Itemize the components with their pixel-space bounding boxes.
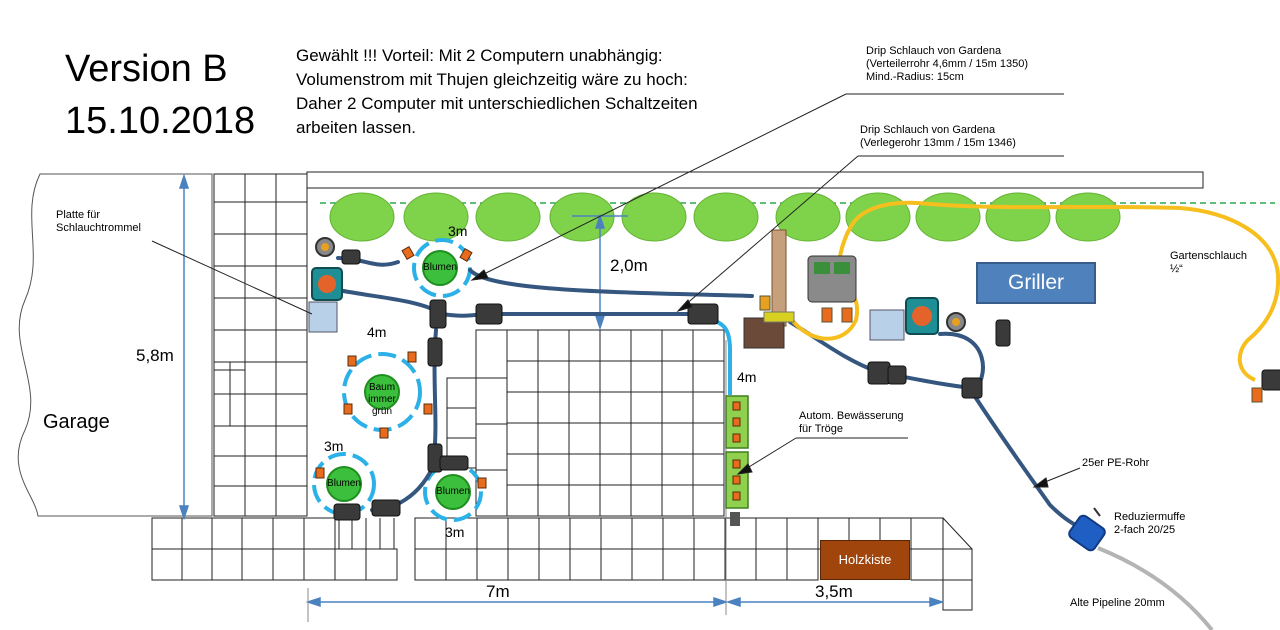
measure-circle: 3m	[445, 524, 465, 540]
reduction-sleeve	[1068, 507, 1106, 552]
measure-circle: 4m	[367, 324, 387, 340]
intro-text: Gewählt !!! Vorteil: Mit 2 Computern una…	[296, 44, 698, 140]
old-pipeline	[1097, 546, 1214, 630]
measure-circle: 3m	[324, 438, 344, 454]
note-troughs: Autom. Bewässerung für Tröge	[799, 410, 904, 436]
plate-for-hose-reel	[869, 309, 905, 341]
plant-label: Blumen	[327, 478, 361, 489]
callout-lines	[151, 93, 1081, 488]
note-line: 2-fach 20/25	[1114, 524, 1176, 536]
note-reduction-sleeve: Reduziermuffe 2-fach 20/25	[1114, 511, 1185, 537]
note-line: Gartenschlauch	[1170, 250, 1248, 262]
intro-line: Gewählt !!! Vorteil: Mit 2 Computern una…	[296, 46, 663, 65]
note-line: für Tröge	[799, 423, 844, 435]
intro-line: Daher 2 Computer mit unterschiedlichen S…	[296, 94, 698, 113]
measure-circle: 3m	[448, 223, 468, 239]
hose-fittings	[333, 249, 1280, 521]
page-date: 15.10.2018	[65, 100, 256, 142]
measure-width-main: 7m	[486, 582, 510, 601]
measure-troughs: 4m	[737, 369, 757, 385]
garage-label: Garage	[43, 411, 110, 433]
griller-box: Griller	[976, 262, 1096, 304]
plants	[326, 250, 471, 510]
note-garden-hose: Gartenschlauch ½“	[1170, 250, 1247, 276]
note-line: Mind.-Radius: 15cm	[866, 71, 964, 83]
tap-icon	[315, 237, 966, 332]
troughs	[725, 395, 749, 526]
plate-for-hose-reel	[308, 301, 338, 333]
note-line: Platte für	[56, 209, 101, 221]
tile-grid	[151, 171, 1204, 611]
measure-width-side: 3,5m	[815, 582, 853, 601]
tree-label-line: grün	[371, 406, 392, 417]
measure-gap: 2,0m	[610, 256, 648, 275]
hose-reel-icon	[311, 267, 343, 301]
garden-hose	[835, 200, 1280, 382]
note-line: Autom. Bewässerung	[799, 410, 904, 422]
note-old-pipeline: Alte Pipeline 20mm	[1070, 597, 1165, 609]
measure-height: 5,8m	[136, 346, 174, 365]
spray-heads	[315, 245, 487, 489]
note-drip-distributor: Drip Schlauch von Gardena (Verteilerrohr…	[866, 45, 1028, 84]
garage-outline	[17, 173, 213, 517]
note-line: Schlauchtrommel	[56, 222, 141, 234]
dimension-lines	[178, 173, 945, 608]
page-title: Version B	[65, 48, 228, 90]
hose-reel-icon	[905, 297, 939, 335]
note-pe-pipe: 25er PE-Rohr	[1082, 457, 1150, 469]
intro-line: arbeiten lassen.	[296, 118, 417, 137]
note-drip-laying-pipe: Drip Schlauch von Gardena (Verlegerohr 1…	[860, 124, 1016, 150]
water-computer-post	[743, 229, 1263, 403]
tree-label-line: immer	[368, 394, 396, 405]
note-line: Drip Schlauch von Gardena	[860, 124, 996, 136]
wood-box: Holzkiste	[820, 540, 910, 580]
plant-label: Blumen	[423, 262, 457, 273]
intro-line: Volumenstrom mit Thujen gleichzeitig wär…	[296, 70, 688, 89]
plant-label: Blumen	[436, 486, 470, 497]
note-line: Reduziermuffe	[1114, 511, 1186, 523]
tree-label-line: Baum	[368, 382, 396, 393]
tree-label: Baum immer grün	[360, 382, 404, 418]
note-line: (Verteilerrohr 4,6mm / 15m 1350)	[866, 58, 1029, 70]
note-plate: Platte für Schlauchtrommel	[56, 209, 141, 235]
note-line: Drip Schlauch von Gardena	[866, 45, 1002, 57]
note-line: ½“	[1170, 263, 1183, 275]
note-line: (Verlegerohr 13mm / 15m 1346)	[860, 137, 1016, 149]
